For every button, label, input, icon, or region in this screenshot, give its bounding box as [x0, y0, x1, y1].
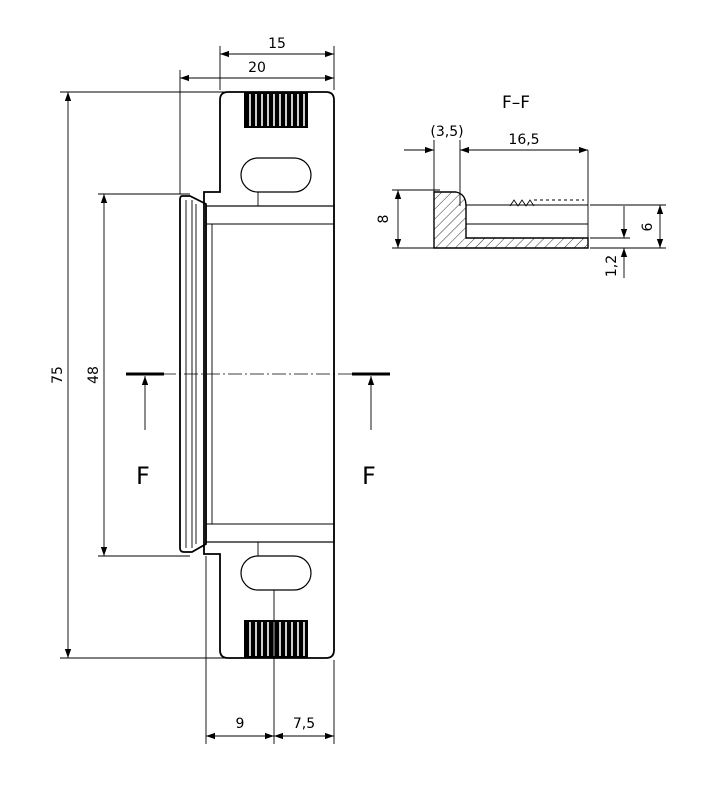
dim-9: 9 — [236, 716, 245, 732]
inner-recess — [205, 205, 335, 543]
dim-20: 20 — [248, 60, 266, 76]
part-outline — [203, 91, 335, 659]
flange-outline — [179, 195, 207, 553]
section-label-right: F — [362, 462, 376, 490]
dim-8: 8 — [376, 215, 392, 224]
dim-1-2: 1,2 — [604, 255, 620, 277]
dim-48: 48 — [86, 366, 102, 384]
dim-6: 6 — [640, 222, 656, 231]
top-knurl — [244, 92, 308, 128]
section-view: F–F (3,5) 16,5 8 6 1,2 — [376, 93, 666, 278]
dim-75: 75 — [50, 366, 66, 384]
dim-7-5: 7,5 — [293, 716, 315, 732]
knurl-profile — [509, 199, 535, 207]
section-label-left: F — [136, 462, 150, 490]
dim-16-5: 16,5 — [508, 132, 539, 148]
dim-15: 15 — [268, 36, 286, 52]
dim-3-5: (3,5) — [430, 124, 463, 140]
bottom-knurl — [244, 620, 308, 658]
top-slot — [240, 157, 312, 193]
section-title: F–F — [502, 93, 530, 113]
main-view: F F 15 20 75 48 9 7,5 — [50, 36, 390, 744]
bottom-slot — [240, 555, 312, 591]
